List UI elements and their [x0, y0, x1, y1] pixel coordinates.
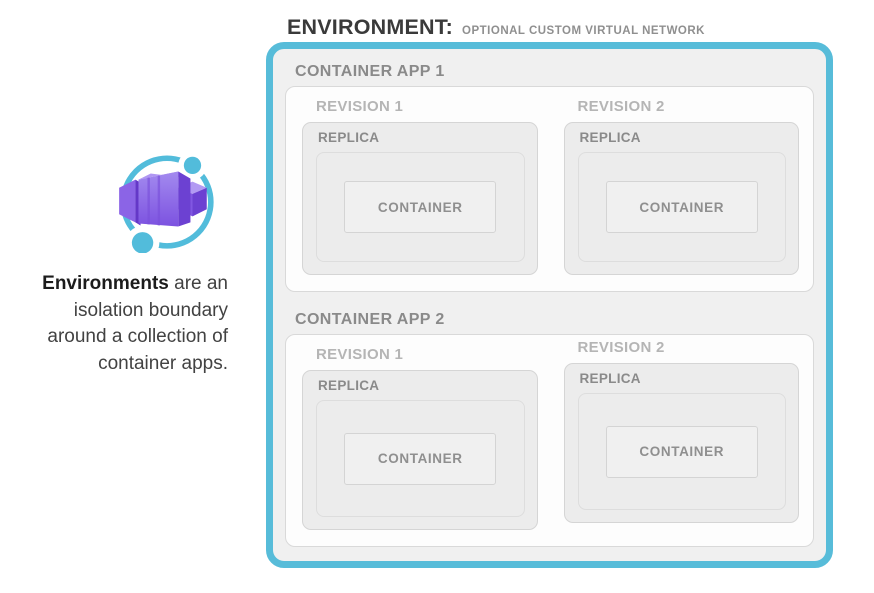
container-box: CONTAINER	[344, 432, 497, 485]
app2-revision-2: REVISION 2 REPLICA CONTAINER	[563, 331, 799, 523]
replica-box: REPLICA CONTAINER	[302, 122, 538, 275]
legend-caption: Environments are an isolation boundary a…	[12, 271, 228, 377]
app1-revision-1: REVISION 1 REPLICA CONTAINER	[302, 90, 538, 275]
container-box: CONTAINER	[344, 181, 497, 233]
replica-box: REPLICA CONTAINER	[302, 370, 538, 530]
environment-subtitle: OPTIONAL CUSTOM VIRTUAL NETWORK	[462, 25, 705, 37]
container-label: CONTAINER	[639, 444, 725, 459]
replica-label: REPLICA	[318, 378, 380, 393]
environment-title: ENVIRONMENT:	[287, 15, 454, 39]
legend-caption-lead: Environments	[42, 273, 169, 294]
container-box: CONTAINER	[605, 425, 758, 478]
container-label: CONTAINER	[639, 199, 725, 215]
container-app-2-panel: REVISION 1 REPLICA CONTAINER REVISION 2 …	[285, 334, 814, 547]
replica-inner-frame: CONTAINER	[577, 393, 786, 510]
environment-header: ENVIRONMENT: OPTIONAL CUSTOM VIRTUAL NET…	[287, 15, 705, 40]
environment-boundary: CONTAINER APP 1 REVISION 1 REPLICA CONTA…	[266, 42, 833, 568]
container-app-1: CONTAINER APP 1 REVISION 1 REPLICA CONTA…	[285, 56, 814, 292]
container-app-1-panel: REVISION 1 REPLICA CONTAINER REVISION 2 …	[285, 86, 814, 292]
replica-label: REPLICA	[579, 130, 641, 145]
azure-container-apps-icon	[119, 151, 214, 253]
container-label: CONTAINER	[377, 199, 463, 215]
container-box: CONTAINER	[605, 181, 758, 233]
replica-label: REPLICA	[318, 130, 380, 145]
app2-revision-1: REVISION 1 REPLICA CONTAINER	[302, 338, 538, 530]
revision-label: REVISION 1	[316, 346, 404, 363]
revision-label: REVISION 1	[316, 98, 404, 115]
revision-label: REVISION 2	[577, 339, 665, 356]
container-app-1-label: CONTAINER APP 1	[295, 63, 445, 80]
revision-label: REVISION 2	[577, 98, 665, 115]
app1-revision-2: REVISION 2 REPLICA CONTAINER	[563, 90, 799, 275]
replica-box: REPLICA CONTAINER	[563, 122, 799, 275]
replica-inner-frame: CONTAINER	[316, 152, 525, 262]
replica-box: REPLICA CONTAINER	[563, 363, 799, 523]
replica-inner-frame: CONTAINER	[577, 152, 786, 262]
container-label: CONTAINER	[377, 451, 463, 466]
replica-label: REPLICA	[579, 371, 641, 386]
container-app-2: CONTAINER APP 2 REVISION 1 REPLICA CONTA…	[285, 304, 814, 547]
legend-caption-text: are an isolation boundary around a colle…	[47, 273, 228, 374]
container-app-2-label: CONTAINER APP 2	[295, 311, 445, 328]
replica-inner-frame: CONTAINER	[316, 400, 525, 517]
